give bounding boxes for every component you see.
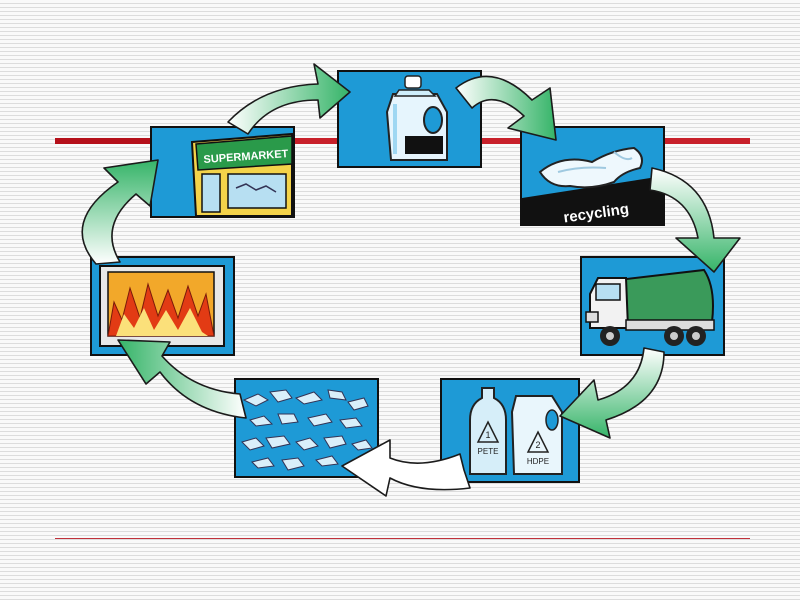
- recycling-label: recycling: [562, 200, 630, 224]
- pete-code: 1: [485, 430, 490, 440]
- panel-furnace: [90, 256, 235, 356]
- arrow-jug-to-recycling: [455, 75, 557, 141]
- arrow-recycling-to-truck: [649, 167, 741, 273]
- pete-label: PETE: [478, 447, 499, 456]
- panel-truck: [580, 256, 725, 356]
- panel-recycling: recycling: [520, 126, 665, 226]
- hdpe-label: HDPE: [527, 457, 549, 466]
- arrow-truck-to-bottles: [559, 347, 665, 439]
- arrow-bottles-to-flakes: [341, 439, 471, 497]
- flakes-icon: [241, 389, 373, 471]
- panel-flakes: [234, 378, 379, 478]
- arrow-furnace-to-store: [81, 159, 159, 265]
- milk-jug-icon: [385, 75, 448, 161]
- plastic-bag-icon: [538, 146, 643, 189]
- arrow-flakes-to-furnace: [117, 339, 247, 419]
- fire-icon: [99, 265, 225, 347]
- truck-icon: [585, 268, 715, 346]
- bottles-icon: 1 PETE 2 HDPE: [469, 387, 563, 475]
- store-icon: SUPERMARKET: [190, 132, 293, 216]
- panel-milk-jug: [337, 70, 482, 168]
- store-sign: SUPERMARKET: [203, 148, 289, 166]
- red-rule-bottom: [55, 538, 750, 539]
- arrow-store-to-jug: [227, 63, 351, 135]
- hdpe-code: 2: [535, 440, 540, 450]
